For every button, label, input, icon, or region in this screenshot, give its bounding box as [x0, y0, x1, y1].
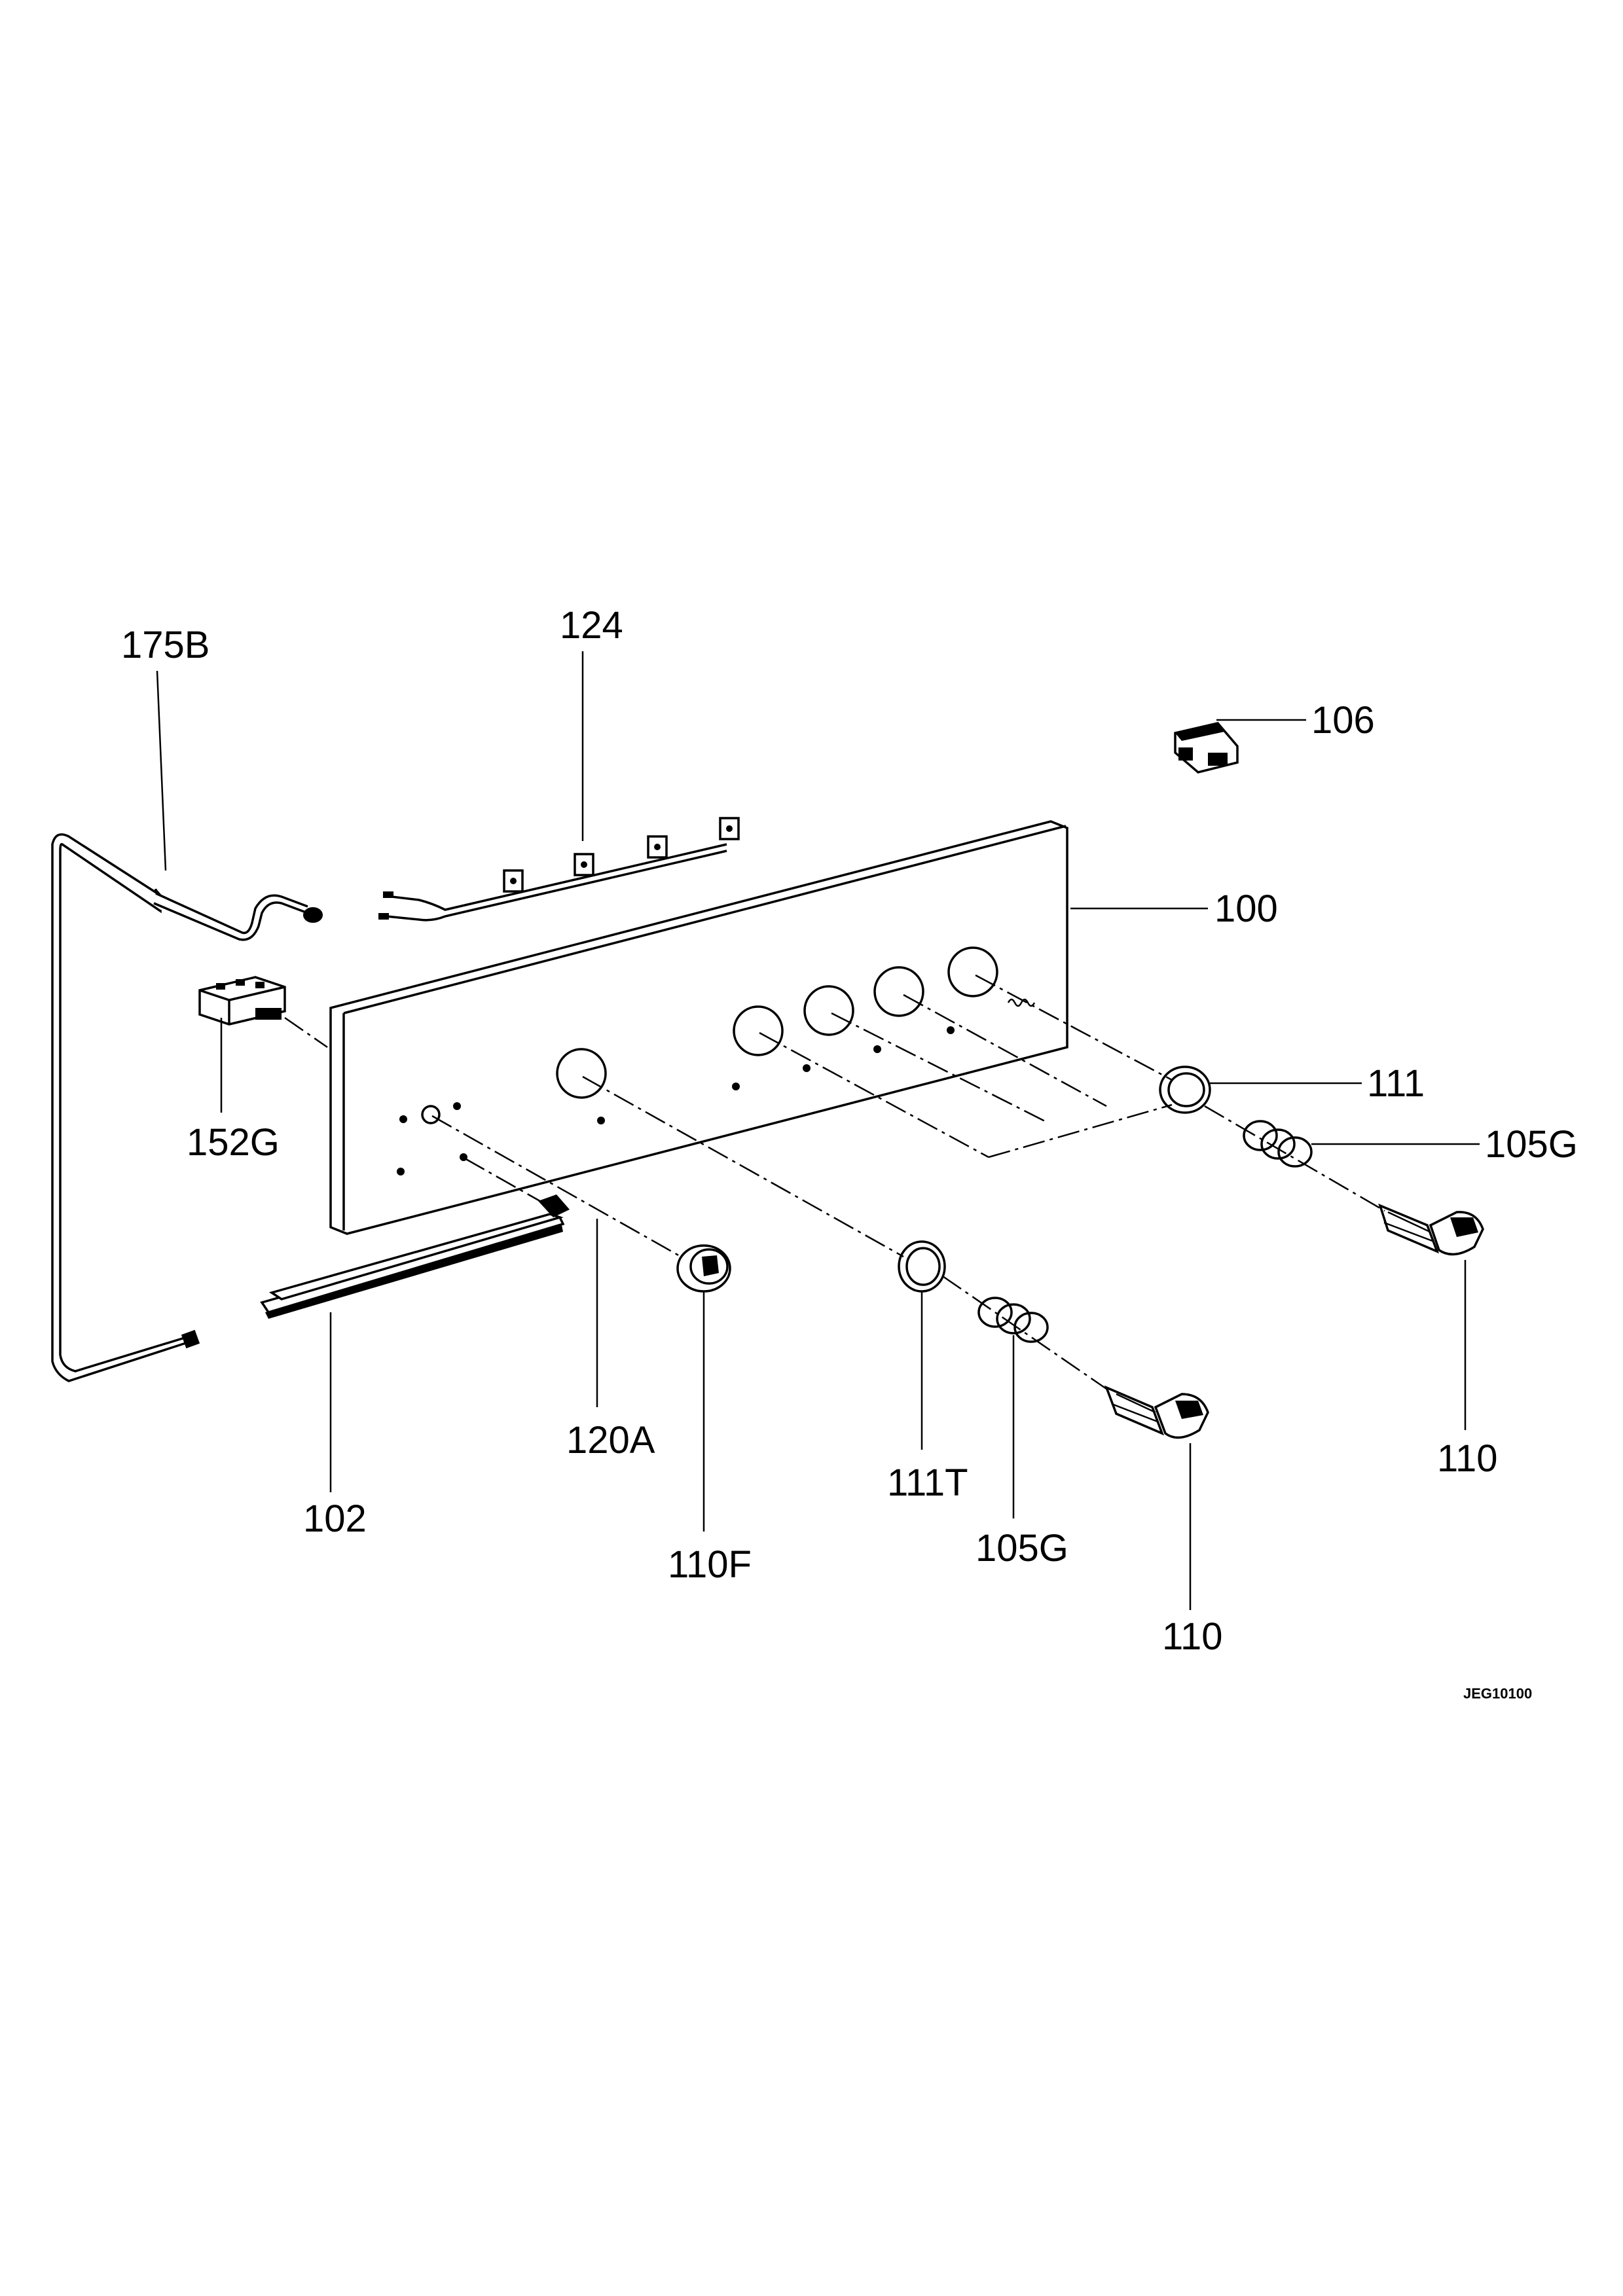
label-102: 102: [303, 1498, 367, 1540]
ring-part-111: [1159, 1066, 1362, 1114]
knob-part-110-bottom: [1104, 1385, 1209, 1610]
wire-part-175B: [51, 670, 323, 1382]
drawing-code: JEG10100: [1463, 1685, 1532, 1702]
lamp-part-120A: [538, 1194, 598, 1407]
label-111T: 111T: [887, 1462, 968, 1504]
label-105G-right: 105G: [1485, 1123, 1578, 1166]
label-110F: 110F: [668, 1543, 752, 1586]
label-175B: 175B: [121, 624, 210, 666]
part-labels: 175B 124 106 100 152G 111 105G 110 102 1…: [121, 604, 1578, 1702]
label-100: 100: [1214, 888, 1278, 930]
alignment-lines: [431, 974, 1385, 1390]
label-110-right: 110: [1437, 1437, 1497, 1480]
ring-part-111T: [898, 1240, 946, 1450]
trim-strip-part-102: [260, 1213, 565, 1492]
harness-part-124: [378, 651, 740, 922]
label-120A: 120A: [566, 1419, 655, 1462]
label-110-bottom: 110: [1162, 1615, 1222, 1658]
label-111: 111: [1367, 1062, 1425, 1105]
label-105G-bottom: 105G: [976, 1527, 1068, 1570]
knob-part-110F: [676, 1244, 731, 1532]
label-106: 106: [1311, 699, 1375, 742]
label-152G: 152G: [187, 1121, 280, 1164]
terminal-block-part-152G: [198, 976, 328, 1113]
switch-part-106: [1174, 719, 1306, 774]
knob-part-110-right: [1378, 1203, 1484, 1430]
control-panel-part-100: [329, 820, 1208, 1235]
label-124: 124: [560, 604, 623, 647]
spring-part-105G-bottom: [977, 1297, 1049, 1518]
spring-part-105G-right: [1243, 1120, 1480, 1168]
